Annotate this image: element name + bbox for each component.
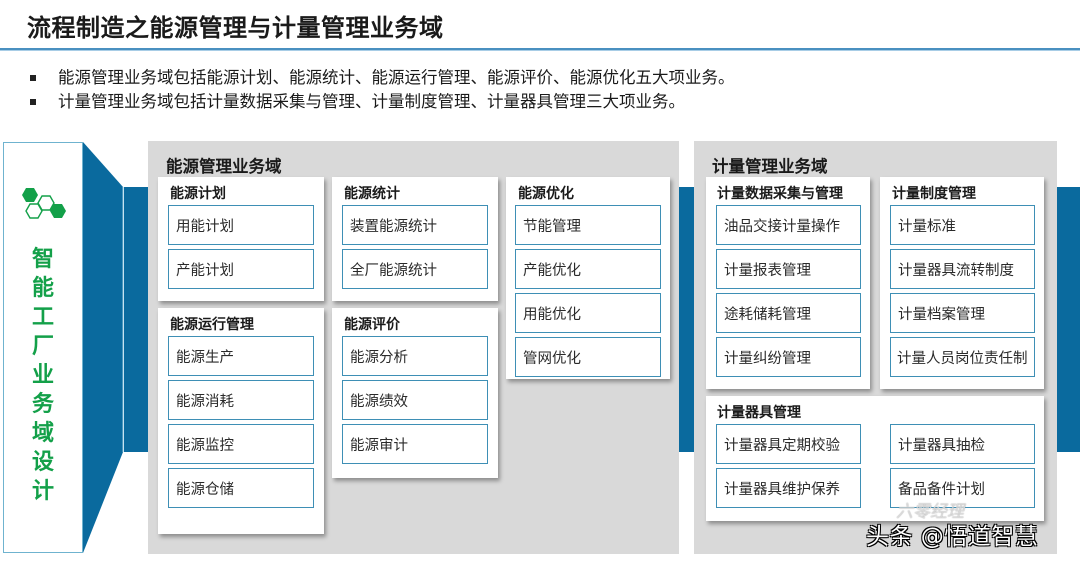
group-energy-operations: 能源运行管理 能源生产 能源消耗 能源监控 能源仓储 — [158, 308, 324, 534]
item-spare-parts-plan[interactable]: 备品备件计划 — [890, 468, 1035, 508]
energy-domain-panel: 能源管理业务域 能源计划 用能计划 产能计划 能源运行管理 能源生产 能源消耗 … — [148, 141, 679, 554]
item-usage-optimization[interactable]: 用能优化 — [515, 293, 661, 333]
group-energy-evaluation: 能源评价 能源分析 能源绩效 能源审计 — [332, 308, 498, 478]
item-periodic-calibration[interactable]: 计量器具定期校验 — [716, 424, 861, 464]
title-divider — [0, 48, 1080, 51]
item-metering-standards[interactable]: 计量标准 — [890, 205, 1035, 245]
item-energy-analysis[interactable]: 能源分析 — [342, 336, 488, 376]
bullet-item: 能源管理业务域包括能源计划、能源统计、能源运行管理、能源评价、能源优化五大项业务… — [30, 66, 735, 90]
metering-domain-panel: 计量管理业务域 计量数据采集与管理 油品交接计量操作 计量报表管理 途耗储耗管理… — [694, 141, 1057, 554]
hexagon-cluster-icon — [22, 188, 66, 219]
item-metering-disputes[interactable]: 计量纠纷管理 — [716, 337, 861, 377]
item-spot-check[interactable]: 计量器具抽检 — [890, 424, 1035, 464]
item-energy-production-plan[interactable]: 产能计划 — [168, 249, 314, 289]
group-metering-data: 计量数据采集与管理 油品交接计量操作 计量报表管理 途耗储耗管理 计量纠纷管理 — [706, 177, 870, 389]
item-energy-storage[interactable]: 能源仓储 — [168, 468, 314, 508]
item-energy-saving[interactable]: 节能管理 — [515, 205, 661, 245]
bullet-square-icon — [30, 99, 36, 105]
band-segment-right — [1057, 187, 1080, 452]
item-pipeline-optimization[interactable]: 管网优化 — [515, 337, 661, 377]
group-metering-instruments: 计量器具管理 计量器具定期校验 计量器具抽检 计量器具维护保养 备品备件计划 — [706, 396, 1044, 521]
item-metering-archives[interactable]: 计量档案管理 — [890, 293, 1035, 333]
item-energy-generation[interactable]: 能源生产 — [168, 336, 314, 376]
item-instrument-maintenance[interactable]: 计量器具维护保养 — [716, 468, 861, 508]
item-transit-storage-loss[interactable]: 途耗储耗管理 — [716, 293, 861, 333]
smart-factory-label: 智能工 厂业务 域设计 — [31, 247, 54, 504]
energy-domain-title: 能源管理业务域 — [166, 157, 282, 176]
item-production-optimization[interactable]: 产能优化 — [515, 249, 661, 289]
band-segment-middle — [679, 187, 694, 452]
item-plant-energy-stats[interactable]: 全厂能源统计 — [342, 249, 488, 289]
metering-domain-title: 计量管理业务域 — [712, 157, 828, 176]
item-energy-consumption[interactable]: 能源消耗 — [168, 380, 314, 420]
page-title: 流程制造之能源管理与计量管理业务域 — [27, 14, 444, 42]
item-energy-performance[interactable]: 能源绩效 — [342, 380, 488, 420]
group-energy-statistics: 能源统计 装置能源统计 全厂能源统计 — [332, 177, 498, 301]
watermark-faint: 六零经理 — [896, 502, 964, 522]
item-unit-energy-stats[interactable]: 装置能源统计 — [342, 205, 488, 245]
item-instrument-circulation-policy[interactable]: 计量器具流转制度 — [890, 249, 1035, 289]
group-energy-plan: 能源计划 用能计划 产能计划 — [158, 177, 324, 301]
item-oil-handover-metering[interactable]: 油品交接计量操作 — [716, 205, 861, 245]
band-trapezoid — [83, 142, 124, 553]
item-staff-responsibility[interactable]: 计量人员岗位责任制 — [890, 337, 1035, 377]
group-metering-policy: 计量制度管理 计量标准 计量器具流转制度 计量档案管理 计量人员岗位责任制 — [880, 177, 1044, 389]
summary-bullets: 能源管理业务域包括能源计划、能源统计、能源运行管理、能源评价、能源优化五大项业务… — [30, 66, 735, 114]
group-energy-optimization: 能源优化 节能管理 产能优化 用能优化 管网优化 — [506, 177, 670, 379]
bullet-square-icon — [30, 75, 36, 81]
item-metering-reports[interactable]: 计量报表管理 — [716, 249, 861, 289]
item-energy-use-plan[interactable]: 用能计划 — [168, 205, 314, 245]
band-segment-left — [124, 187, 148, 452]
item-energy-audit[interactable]: 能源审计 — [342, 424, 488, 464]
smart-factory-card: 智能工 厂业务 域设计 — [3, 142, 83, 553]
bullet-item: 计量管理业务域包括计量数据采集与管理、计量制度管理、计量器具管理三大项业务。 — [30, 90, 735, 114]
item-energy-monitoring[interactable]: 能源监控 — [168, 424, 314, 464]
watermark: 头条 @悟道智慧 — [866, 524, 1039, 550]
